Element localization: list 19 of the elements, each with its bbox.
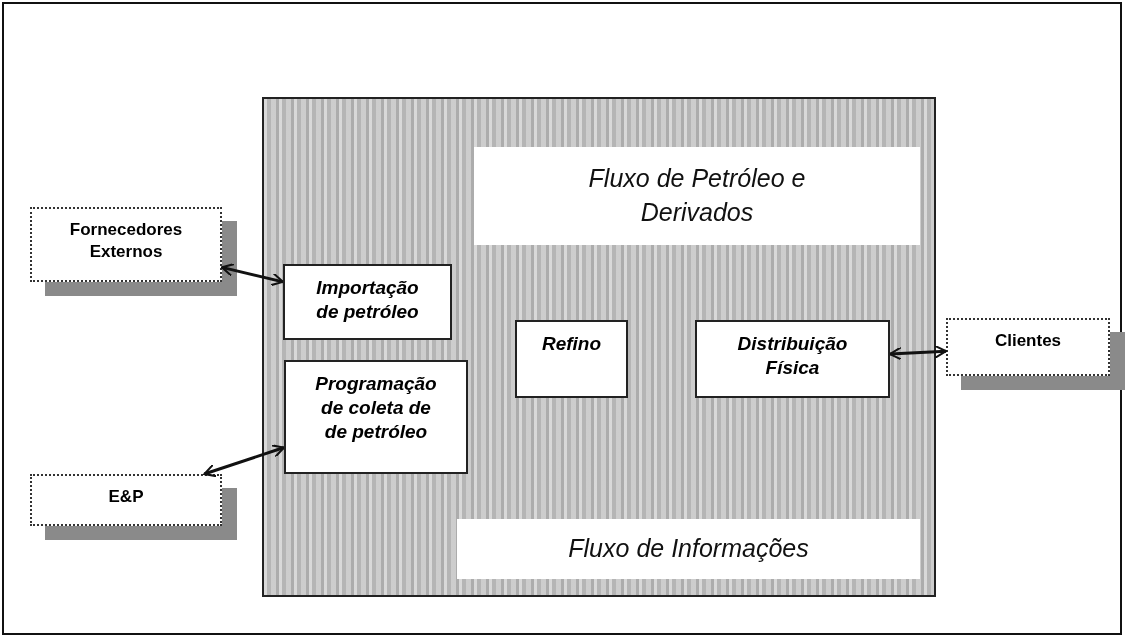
banner-title: Fluxo de Informações — [568, 533, 809, 565]
flow-banner — [457, 519, 920, 579]
process-box — [515, 320, 628, 398]
process-label: Refino — [541, 332, 602, 356]
flow-panel — [262, 97, 936, 597]
flow-banner — [474, 147, 920, 245]
process-box — [695, 320, 890, 398]
double-arrow — [203, 444, 285, 478]
process-box — [283, 264, 452, 340]
double-arrow — [221, 263, 284, 287]
process-label: Importação de petróleo — [315, 276, 420, 324]
entity-label: Fornecedores Externos — [68, 219, 184, 264]
process-label: Programação de coleta de de petróleo — [314, 372, 438, 444]
banner-title: Fluxo de Petróleo e Derivados — [587, 163, 807, 228]
entity-label: Clientes — [994, 330, 1062, 352]
entity-label: E&P — [108, 486, 144, 508]
process-box — [284, 360, 468, 474]
double-arrow — [889, 344, 947, 361]
process-label: Distribuição Física — [736, 332, 849, 380]
